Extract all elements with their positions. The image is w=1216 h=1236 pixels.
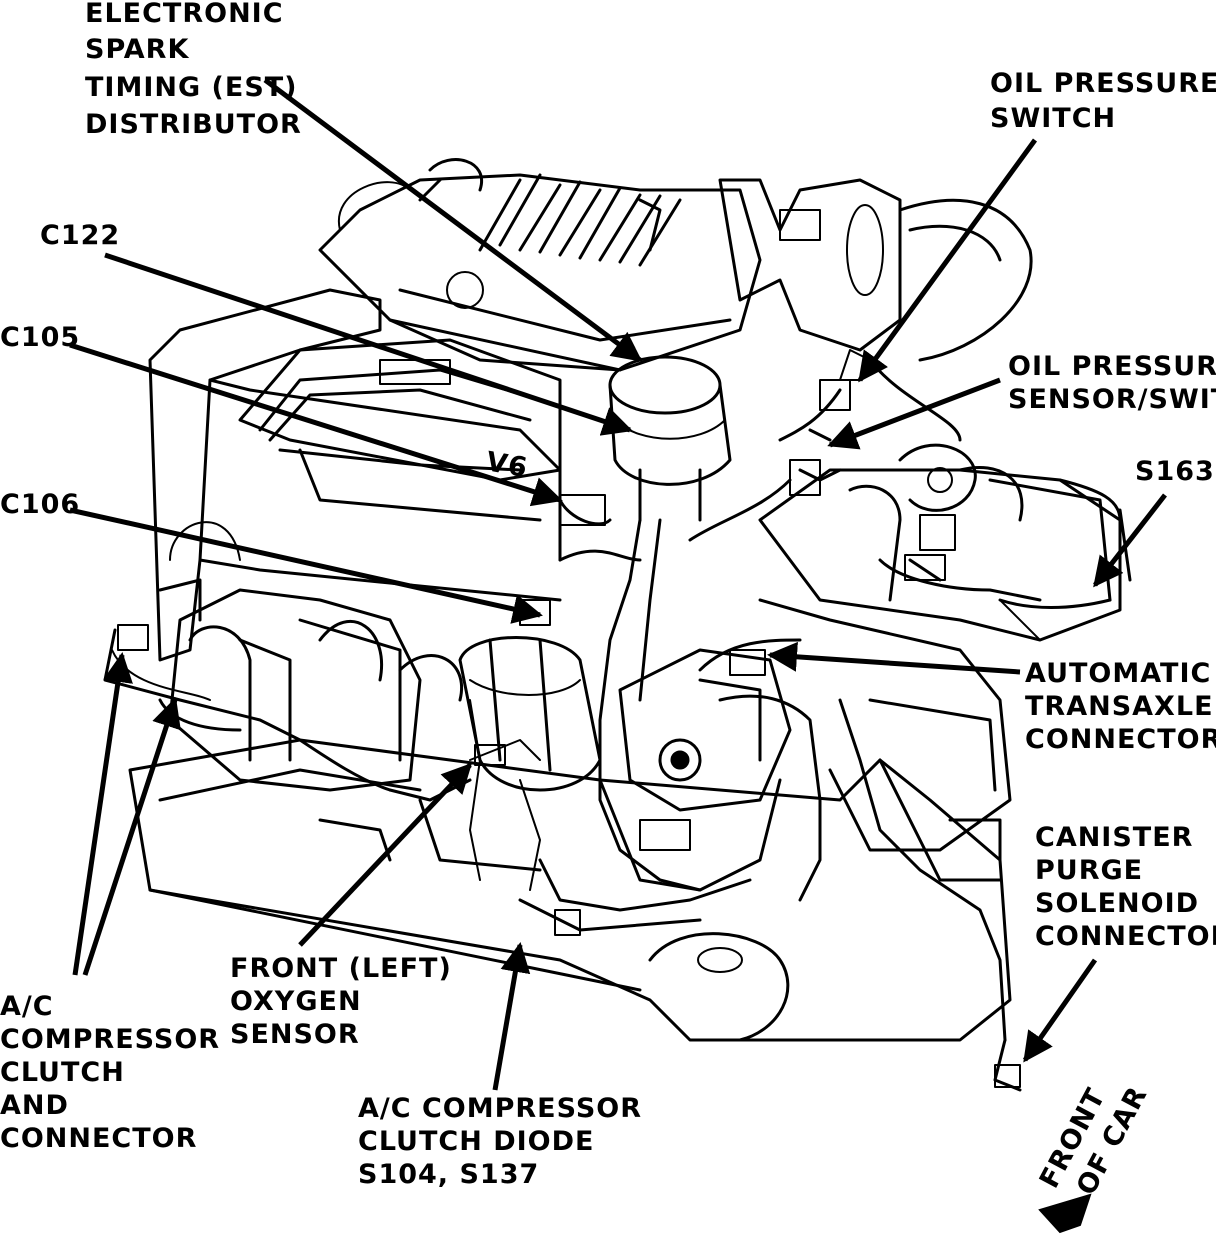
opss-line2: SENSOR/SWITCH xyxy=(1008,384,1216,415)
callout-ac-compressor-clutch: A/C COMPRESSOR CLUTCH AND CONNECTOR xyxy=(0,991,220,1154)
est-line4: DISTRIBUTOR xyxy=(85,109,302,140)
arrow-s163 xyxy=(1093,493,1167,588)
arrow-canister-purge xyxy=(1022,958,1098,1063)
ops-line2: SWITCH xyxy=(990,103,1116,134)
cp-line1: CANISTER xyxy=(1035,822,1193,853)
at-line1: AUTOMATIC xyxy=(1025,658,1211,689)
leader-arrows xyxy=(69,77,1167,1091)
callout-oil-pressure-sensor: OIL PRESSURE SENSOR/SWITCH xyxy=(1008,351,1216,415)
arrow-c106 xyxy=(69,507,543,624)
acd-line3: S104, S137 xyxy=(358,1159,539,1190)
callout-oxygen-sensor: FRONT (LEFT) OXYGEN SENSOR xyxy=(230,953,452,1050)
o2-line1: FRONT (LEFT) xyxy=(230,953,452,984)
arrow-automatic-transaxle xyxy=(767,641,1021,675)
arrow-ac-diode xyxy=(492,942,531,1091)
arrow-c105 xyxy=(69,342,563,507)
arrow-ac-clutch-2 xyxy=(82,697,181,976)
cp-line3: SOLENOID xyxy=(1035,888,1199,919)
ops-line1: OIL PRESSURE xyxy=(990,68,1216,99)
arrow-oxygen-sensor xyxy=(298,762,473,947)
callout-c122: C122 xyxy=(40,220,120,251)
engine-illustration xyxy=(103,158,1132,1092)
callout-s163: S163 xyxy=(1135,456,1215,487)
acc-line4: AND xyxy=(0,1090,69,1121)
cp-line2: PURGE xyxy=(1035,855,1143,886)
acc-line5: CONNECTOR xyxy=(0,1123,197,1154)
arrow-oil-pressure-sensor xyxy=(827,377,1001,450)
cp-line4: CONNECTOR xyxy=(1035,921,1216,952)
at-line2: TRANSAXLE xyxy=(1025,691,1214,722)
acc-line1: A/C xyxy=(0,991,54,1022)
est-line3: TIMING (EST) xyxy=(85,72,298,103)
acd-line1: A/C COMPRESSOR xyxy=(358,1093,642,1124)
front-arrow-icon xyxy=(1038,1193,1092,1234)
front-of-car-indicator: FRONT OF CAR xyxy=(1034,1081,1154,1234)
acc-line3: CLUTCH xyxy=(0,1057,125,1088)
acd-line2: CLUTCH DIODE xyxy=(358,1126,594,1157)
opss-line1: OIL PRESSURE xyxy=(1008,351,1216,382)
callout-canister-purge: CANISTER PURGE SOLENOID CONNECTOR xyxy=(1035,822,1216,952)
arrow-c122 xyxy=(104,252,633,436)
arrow-oil-pressure-switch xyxy=(857,138,1038,383)
arrow-est-distributor xyxy=(263,77,643,363)
callout-oil-pressure-switch: OIL PRESSURE SWITCH xyxy=(990,68,1216,134)
at-line3: CONNECTOR xyxy=(1025,724,1216,755)
callout-est-distributor: ELECTRONIC SPARK TIMING (EST) DISTRIBUTO… xyxy=(85,0,302,140)
callout-ac-clutch-diode: A/C COMPRESSOR CLUTCH DIODE S104, S137 xyxy=(358,1093,642,1190)
callout-c106: C106 xyxy=(0,489,80,520)
arrow-ac-clutch-1 xyxy=(72,652,133,976)
est-line2: SPARK xyxy=(85,34,189,65)
callout-automatic-transaxle: AUTOMATIC TRANSAXLE CONNECTOR xyxy=(1025,658,1216,755)
acc-line2: COMPRESSOR xyxy=(0,1024,220,1055)
est-line1: ELECTRONIC xyxy=(85,0,284,29)
o2-line3: SENSOR xyxy=(230,1019,360,1050)
o2-line2: OXYGEN xyxy=(230,986,362,1017)
callout-c105: C105 xyxy=(0,322,80,353)
